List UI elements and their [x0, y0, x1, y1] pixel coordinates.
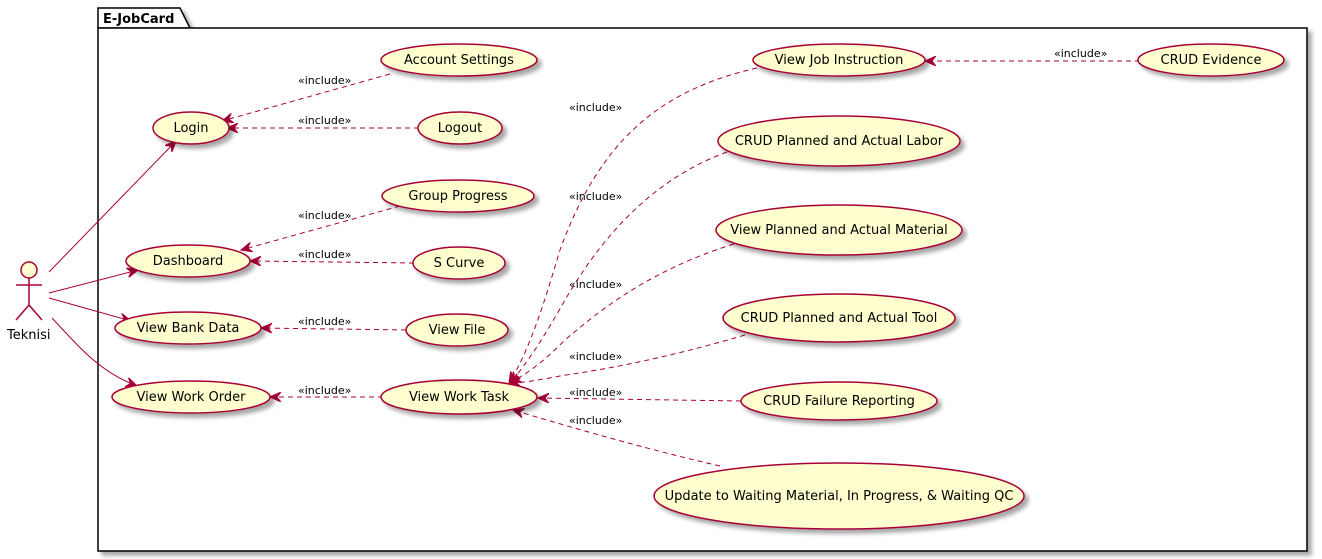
include-label: «include»	[298, 74, 351, 87]
actor-label: Teknisi	[6, 328, 51, 343]
association-view-bank-data	[48, 297, 131, 321]
use-case-view-job-instruction[interactable]: View Job Instruction	[752, 43, 926, 77]
use-case-crud-planned-actual-tool[interactable]: CRUD Planned and Actual Tool	[722, 293, 956, 343]
include-label: «include»	[569, 190, 622, 203]
package-body	[97, 27, 1308, 552]
use-case-label: View Bank Data	[137, 321, 240, 336]
include-label: «include»	[298, 384, 351, 397]
use-case-label: View Planned and Actual Material	[730, 223, 948, 238]
use-case-view-bank-data[interactable]: View Bank Data	[114, 311, 262, 345]
use-case-label: Logout	[438, 121, 483, 136]
use-case-s-curve[interactable]: S Curve	[412, 246, 506, 280]
use-case-crud-failure-reporting[interactable]: CRUD Failure Reporting	[740, 381, 938, 421]
use-case-update-status[interactable]: Update to Waiting Material, In Progress,…	[653, 462, 1025, 530]
use-case-label: Update to Waiting Material, In Progress,…	[665, 489, 1014, 504]
use-case-view-work-order[interactable]: View Work Order	[111, 380, 271, 414]
actor-body	[15, 278, 43, 321]
use-case-view-work-task[interactable]: View Work Task	[380, 379, 538, 415]
association-lines	[48, 141, 176, 386]
include-view-file	[261, 328, 407, 330]
package-title: E-JobCard	[103, 12, 174, 27]
use-cases: Login Dashboard View Bank Data View Work…	[111, 43, 1285, 530]
use-case-label: View Job Instruction	[775, 53, 904, 68]
include-label: «include»	[569, 101, 622, 114]
association-dashboard	[48, 270, 138, 294]
use-case-view-file[interactable]: View File	[405, 313, 509, 347]
use-case-label: Login	[173, 121, 208, 136]
include-label: «include»	[298, 248, 351, 261]
include-label: «include»	[569, 386, 622, 399]
use-case-account-settings[interactable]: Account Settings	[380, 43, 538, 77]
actor-head	[20, 261, 38, 279]
use-case-label: CRUD Planned and Actual Tool	[741, 311, 938, 326]
include-label: «include»	[569, 278, 622, 291]
use-case-label: CRUD Evidence	[1161, 53, 1262, 68]
include-label: «include»	[298, 209, 351, 222]
use-case-logout[interactable]: Logout	[417, 111, 503, 145]
use-case-label: View Work Task	[409, 390, 510, 405]
use-case-label: Account Settings	[404, 53, 514, 68]
use-case-label: S Curve	[434, 256, 485, 271]
use-case-group-progress[interactable]: Group Progress	[381, 179, 535, 213]
use-case-dashboard[interactable]: Dashboard	[125, 244, 251, 278]
include-crud-tool	[510, 334, 746, 384]
include-lines	[222, 61, 1140, 467]
use-case-label: View File	[429, 323, 486, 338]
use-case-crud-evidence[interactable]: CRUD Evidence	[1137, 43, 1285, 77]
include-label: «include»	[569, 414, 622, 427]
association-view-work-order	[51, 317, 137, 386]
include-label: «include»	[1054, 47, 1107, 60]
include-crud-failure	[538, 398, 742, 401]
include-label: «include»	[298, 315, 351, 328]
use-case-label: View Work Order	[137, 390, 247, 405]
association-login	[48, 141, 176, 273]
include-s-curve	[250, 261, 415, 263]
package-e-jobcard	[97, 7, 1308, 552]
use-case-view-planned-actual-material[interactable]: View Planned and Actual Material	[715, 204, 963, 256]
use-case-login[interactable]: Login	[152, 111, 230, 145]
include-label: «include»	[298, 114, 351, 127]
use-case-crud-planned-actual-labor[interactable]: CRUD Planned and Actual Labor	[717, 115, 961, 167]
include-account-settings	[222, 73, 391, 121]
include-group-progress	[241, 205, 401, 250]
actor-teknisi[interactable]	[15, 261, 43, 321]
include-label: «include»	[569, 350, 622, 363]
use-case-label: CRUD Failure Reporting	[763, 394, 915, 409]
use-case-label: Dashboard	[153, 254, 224, 269]
include-labels: «include» «include» «include» «include» …	[298, 47, 1107, 427]
use-case-label: CRUD Planned and Actual Labor	[735, 134, 944, 149]
use-case-label: Group Progress	[408, 189, 507, 204]
include-view-job-instruction	[509, 67, 758, 383]
